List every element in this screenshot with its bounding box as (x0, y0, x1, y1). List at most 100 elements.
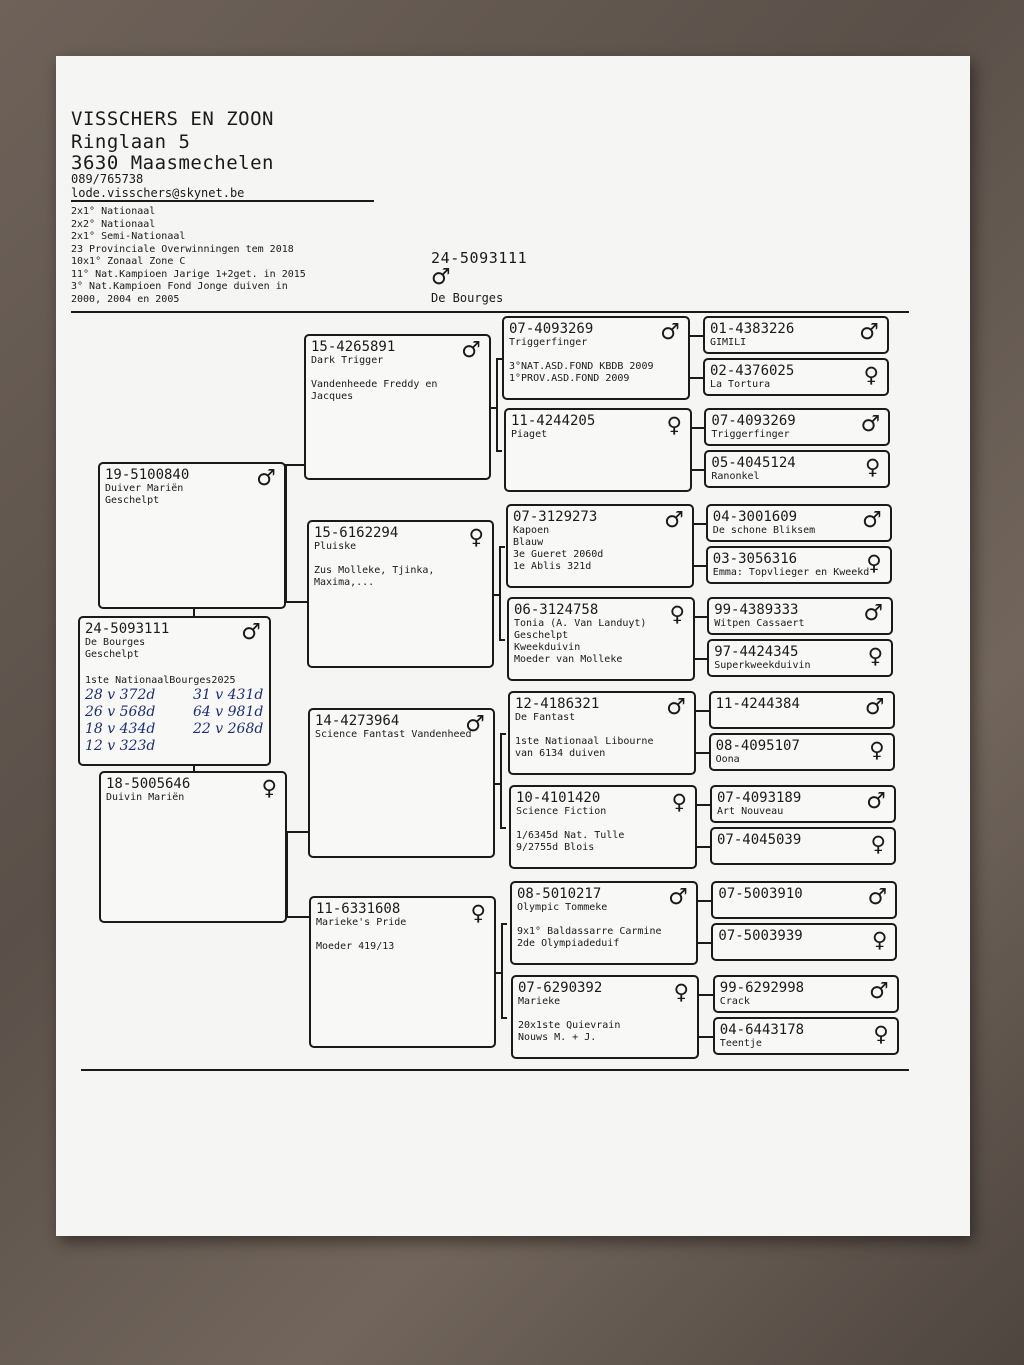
handwritten-result: 26 v 568d (85, 704, 156, 720)
connector-line (699, 994, 713, 996)
pigeon-card-ancestor: 97-4424345♀Superkweekduivin (707, 639, 894, 677)
pigeon-name: Triggerfinger (711, 429, 790, 440)
connector-line (695, 616, 708, 618)
subject-ring: 24-5093111 (431, 249, 528, 267)
pigeon-info-line: Science Fiction (516, 806, 607, 817)
female-symbol-icon: ♀ (468, 525, 484, 549)
pigeon-info-line: 1ste Nationaal Libourne (515, 736, 654, 747)
connector-line (499, 546, 501, 639)
ring-number: 07-4093269 (711, 413, 796, 429)
pigeon-info-line: Marieke's Pride (316, 917, 407, 928)
connector-line (496, 972, 502, 974)
pigeon-card-ancestor: 07-5003910♂ (711, 881, 898, 919)
female-symbol-icon: ♀ (873, 1022, 889, 1046)
ring-number: 15-4265891 (311, 339, 396, 355)
pigeon-name: Witpen Cassaert (714, 618, 805, 629)
pigeon-card-great-grandparent: 06-3124758♀Tonia (A. Van Landuyt)Geschel… (507, 597, 695, 681)
pigeon-info-line: Kweekduivin (514, 642, 581, 653)
pigeon-info-line: Piaget (511, 429, 548, 440)
female-symbol-icon: ♀ (870, 832, 886, 856)
pigeon-info-line: De Bourges (85, 637, 146, 648)
pigeon-info-line: Moeder 419/13 (316, 941, 395, 952)
breeder-email: lode.visschers@skynet.be (71, 186, 245, 200)
male-symbol-icon: ♂ (431, 265, 451, 290)
ring-number: 07-5003910 (718, 886, 803, 902)
pigeon-info-line: 2de Olympiadeduif (517, 938, 620, 949)
pigeon-name: La Tortura (710, 379, 771, 390)
achievement-item: 11° Nat.Kampioen Jarige 1+2get. in 2015 (71, 268, 306, 280)
connector-line (500, 733, 506, 735)
female-symbol-icon: ♀ (867, 644, 884, 668)
achievement-item: 2x2° Nationaal (71, 218, 156, 230)
connector-line (286, 831, 288, 916)
pigeon-info-line: De Fantast (515, 712, 576, 723)
pigeon-card-dam: 18-5005646♀Duivin Mariën (99, 771, 287, 923)
pigeon-info-line: Dark Trigger (311, 355, 384, 366)
ring-number: 07-4093269 (509, 321, 594, 337)
connector-line (193, 609, 195, 617)
connector-line (698, 942, 712, 944)
pigeon-info-line: Maxima,... (314, 577, 375, 588)
pigeon-card-great-grandparent: 11-4244205♀Piaget (504, 408, 692, 492)
ring-number: 08-5010217 (517, 886, 602, 902)
pigeon-card-great-grandparent: 12-4186321♂De Fantast 1ste Nationaal Lib… (508, 691, 696, 775)
male-symbol-icon: ♂ (864, 695, 885, 720)
pigeon-card-ancestor: 04-3001609♂De schone Bliksem (705, 504, 892, 542)
pigeon-info-line: 20x1ste Quievrain (518, 1020, 621, 1031)
connector-line (501, 1017, 507, 1019)
breeder-street: Ringlaan 5 (71, 131, 191, 153)
ring-number: 07-5003939 (718, 928, 803, 944)
pigeon-name: Teentje (719, 1038, 762, 1049)
pigeon-card-grandparent: 14-4273964♂Science Fantast Vandenheed (308, 708, 495, 858)
ring-number: 07-4045039 (717, 832, 802, 848)
achievement-item: 2000, 2004 en 2005 (71, 293, 180, 305)
pigeon-card-grandparent: 15-6162294♀Pluiske Zus Molleke, Tjinka,M… (307, 520, 494, 668)
ring-number: 06-3124758 (514, 602, 599, 618)
ring-number: 15-6162294 (314, 525, 399, 541)
pigeon-card-grandparent: 11-6331608♀Marieke's Pride Moeder 419/13 (309, 896, 496, 1048)
pigeon-card-ancestor: 03-3056316♀Emma: Topvlieger en Kweekd (705, 546, 892, 584)
breeder-name: VISSCHERS EN ZOON (71, 108, 274, 130)
ring-number: 05-4045124 (711, 455, 796, 471)
female-symbol-icon: ♀ (863, 363, 879, 387)
ring-number: 04-6443178 (719, 1022, 805, 1038)
pigeon-info-line (516, 818, 690, 830)
connector-line (496, 450, 502, 452)
connector-line (696, 710, 709, 712)
connector-line (695, 658, 708, 660)
pigeon-card-ancestor: 07-4045039 ♀ (710, 827, 896, 865)
achievement-item: 10x1° Zonaal Zone C (71, 256, 186, 267)
ring-number: 04-3001609 (712, 509, 798, 525)
pigeon-name: Oona (715, 754, 740, 765)
ring-number: 07-6290392 (518, 980, 603, 996)
connector-line (286, 601, 307, 603)
pigeon-card-ancestor: 05-4045124♀Ranonkel (704, 450, 891, 488)
connector-line (692, 469, 705, 471)
ring-number: 07-3129273 (513, 509, 598, 525)
pigeon-info-line: Geschelpt (514, 630, 569, 641)
pigeon-info-line (311, 367, 484, 379)
male-symbol-icon: ♂ (863, 601, 884, 626)
pigeon-card-ancestor: 11-4244384♂ (708, 691, 895, 729)
pigeon-name: Superkweekduivin (714, 660, 811, 671)
pigeon-info-line: Science Fantast Vandenheed (315, 729, 472, 740)
pigeon-info-line: Duivin Mariën (106, 792, 185, 803)
connector-line (501, 923, 507, 925)
pigeon-info-line (316, 929, 489, 941)
connector-line (287, 916, 309, 918)
achievement-list: 2x1° Nationaal 2x2° Nationaal 2x1° Semi-… (71, 206, 306, 306)
connector-line (491, 407, 497, 409)
ring-number: 24-5093111 (85, 621, 170, 637)
pigeon-name: De schone Bliksem (712, 525, 816, 536)
pigeon-name: GIMILI (710, 337, 747, 348)
pigeon-card-ancestor: 04-6443178 ♀ Teentje (712, 1017, 899, 1055)
handwritten-result: 28 v 372d (85, 687, 156, 703)
male-symbol-icon: ♂ (256, 466, 276, 491)
pigeon-info-line: Zus Molleke, Tjinka, (314, 565, 435, 576)
handwritten-result: 22 v 268d (193, 721, 264, 737)
